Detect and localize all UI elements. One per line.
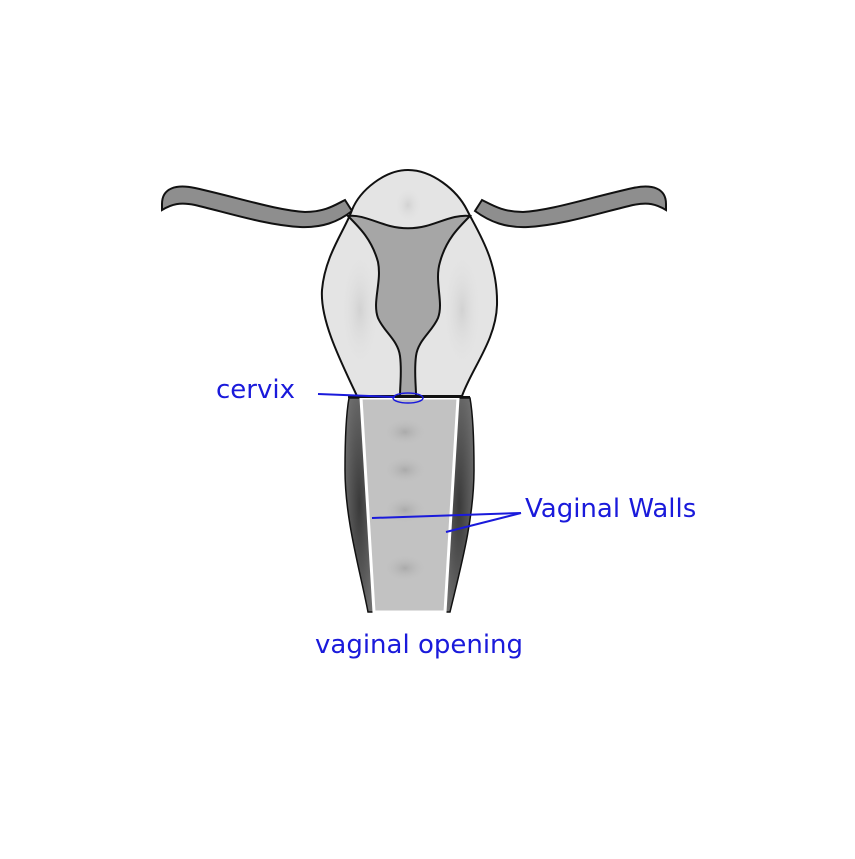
cervix-opening-marker (392, 392, 424, 404)
left-fallopian-tube (161, 185, 354, 229)
canal-fold-2 (383, 456, 427, 484)
canal-fold-3 (383, 496, 427, 524)
canal-fold-1 (383, 418, 427, 446)
cervix-leader-line (317, 393, 396, 398)
cervix-label: cervix (216, 375, 295, 405)
right-fallopian-tube (473, 185, 667, 229)
vaginal-wall-leader-left (371, 512, 522, 519)
uterus-shade-top (394, 187, 422, 223)
vaginal-wall-leader-right (445, 512, 522, 533)
uterine-cavity (345, 214, 473, 397)
vaginal-opening-label: vaginal opening (315, 630, 524, 660)
vaginal-walls-label: Vaginal Walls (525, 494, 697, 524)
uterus-shade-left (340, 250, 380, 370)
canal-fold-4 (383, 554, 427, 582)
uterus-shade-right (442, 250, 482, 370)
